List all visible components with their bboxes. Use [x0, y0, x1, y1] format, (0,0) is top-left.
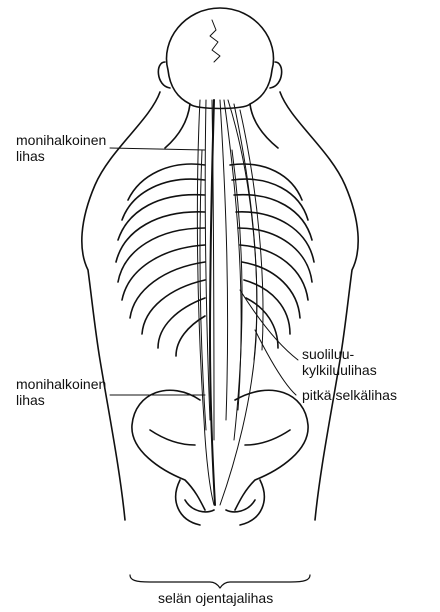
skull-suture — [210, 20, 220, 62]
bottom-brace — [130, 575, 310, 588]
label-erector-spinae: selän ojentajalihas — [158, 590, 273, 606]
label-iliocostalis: suoliluu- kylkiluulihas — [302, 346, 377, 378]
skull — [167, 8, 274, 109]
body-outline — [82, 92, 358, 520]
ribs-right — [230, 164, 314, 348]
ribs-left — [116, 164, 205, 356]
label-longissimus: pitkä selkälihas — [302, 387, 397, 403]
label-multifidus-upper: monihalkoinen lihas — [16, 132, 106, 164]
label-multifidus-lower: monihalkoinen lihas — [16, 376, 106, 408]
